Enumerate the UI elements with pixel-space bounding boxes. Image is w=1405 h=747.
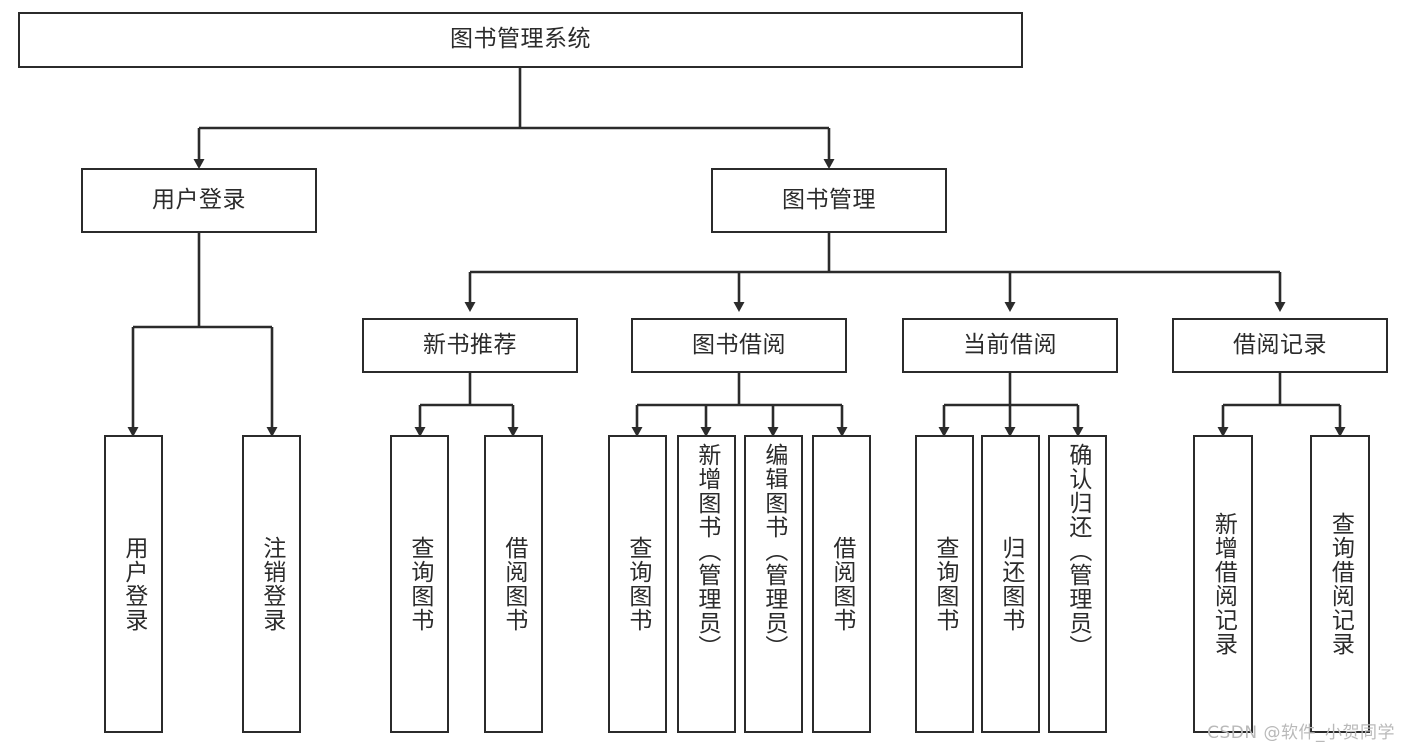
leaf-return-book[interactable]: 归还图书: [981, 435, 1040, 733]
node-label: 新增图书（管理员）: [693, 443, 720, 659]
node-new-book-recommend[interactable]: 新书推荐: [362, 318, 578, 373]
node-label: 当前借阅: [963, 331, 1057, 358]
node-label: 注销登录: [258, 536, 285, 632]
node-label: 确认归还（管理员）: [1064, 443, 1091, 659]
node-label: 归还图书: [997, 536, 1024, 632]
leaf-user-logout[interactable]: 注销登录: [242, 435, 301, 733]
leaf-confirm-return[interactable]: 确认归还（管理员）: [1048, 435, 1107, 733]
leaf-borrow-book-borrow[interactable]: 借阅图书: [812, 435, 871, 733]
leaf-borrow-book-recommend[interactable]: 借阅图书: [484, 435, 543, 733]
node-label: 编辑图书（管理员）: [760, 443, 787, 659]
node-book-manage[interactable]: 图书管理: [711, 168, 947, 233]
node-user-login[interactable]: 用户登录: [81, 168, 317, 233]
node-book-borrow[interactable]: 图书借阅: [631, 318, 847, 373]
node-label: 用户登录: [152, 186, 246, 213]
node-label: 查询图书: [931, 536, 958, 632]
leaf-query-book-borrow[interactable]: 查询图书: [608, 435, 667, 733]
leaf-query-book-recommend[interactable]: 查询图书: [390, 435, 449, 733]
leaf-query-borrow-record[interactable]: 查询借阅记录: [1310, 435, 1370, 733]
node-label: 图书管理: [782, 186, 876, 213]
node-label: 查询图书: [624, 536, 651, 632]
node-current-borrow[interactable]: 当前借阅: [902, 318, 1118, 373]
node-root-system[interactable]: 图书管理系统: [18, 12, 1023, 68]
node-label: 借阅记录: [1233, 331, 1327, 358]
leaf-query-book-current[interactable]: 查询图书: [915, 435, 974, 733]
node-label: 查询借阅记录: [1327, 512, 1354, 656]
node-label: 用户登录: [120, 536, 147, 632]
node-label: 借阅图书: [828, 536, 855, 632]
leaf-user-login[interactable]: 用户登录: [104, 435, 163, 733]
node-label: 图书借阅: [692, 331, 786, 358]
node-label: 借阅图书: [500, 536, 527, 632]
node-label: 新增借阅记录: [1210, 512, 1237, 656]
node-label: 新书推荐: [423, 331, 517, 358]
node-borrow-record[interactable]: 借阅记录: [1172, 318, 1388, 373]
node-label: 图书管理系统: [450, 26, 591, 53]
leaf-edit-book[interactable]: 编辑图书（管理员）: [744, 435, 803, 733]
csdn-watermark: CSDN @软件_小贺同学: [1207, 723, 1395, 743]
leaf-add-book[interactable]: 新增图书（管理员）: [677, 435, 736, 733]
node-label: 查询图书: [406, 536, 433, 632]
leaf-add-borrow-record[interactable]: 新增借阅记录: [1193, 435, 1253, 733]
